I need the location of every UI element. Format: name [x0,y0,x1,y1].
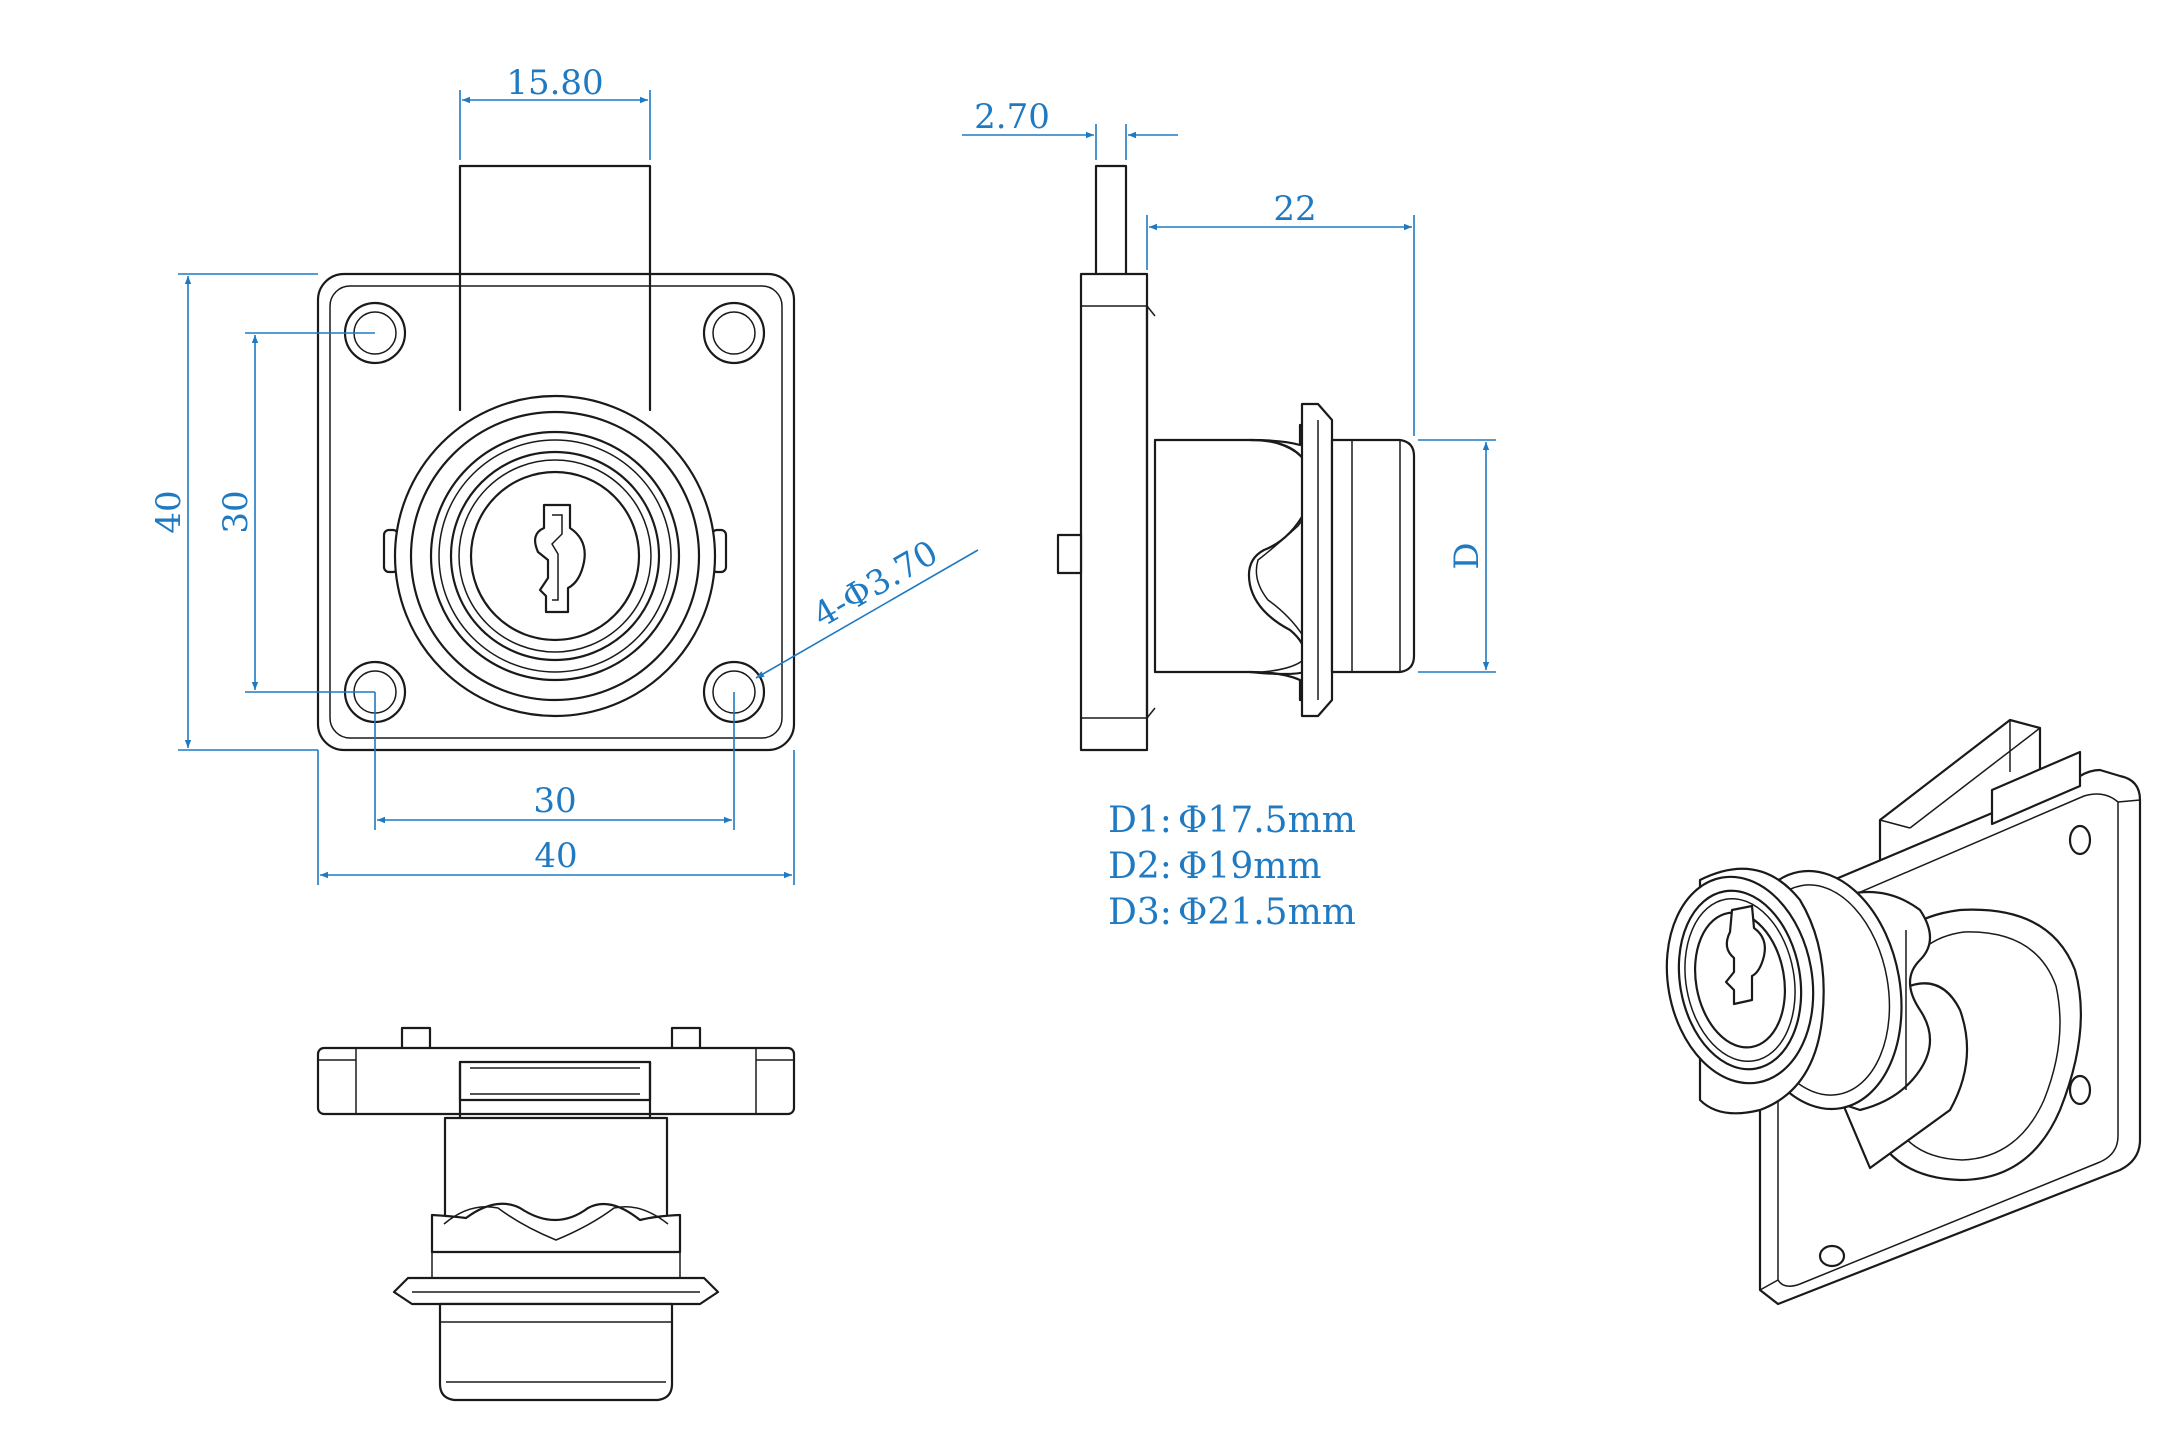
front-view [316,164,796,752]
bottom-flange [392,1276,720,1306]
dim-height-overall: 40 [149,490,189,533]
spec-d3: D3:Φ21.5mm [1108,892,1356,933]
isometric-view [1665,718,2142,1306]
bottom-cylinder [438,1302,674,1402]
dim-hole-spacing-horizontal: 30 [533,781,576,821]
side-view [1056,164,1416,752]
dim-width-overall: 40 [534,836,577,876]
dim-plate-thickness: 2.70 [974,97,1050,137]
keyway [533,503,586,614]
side-body [1153,423,1317,702]
dim-diameter-label: D [1447,542,1487,569]
spec-d1: D1:Φ17.5mm [1108,800,1356,841]
side-tongue [1094,164,1128,278]
diameter-specs: D1:Φ17.5mm D2:Φ19mm D3:Φ21.5mm [1108,800,1356,933]
dim-tongue-width: 15.80 [506,63,603,103]
side-cylinder [1330,438,1416,674]
side-plate [1079,272,1149,752]
dim-body-length: 22 [1273,189,1316,229]
mounting-plate-inner [329,285,783,739]
side-flange [1300,402,1334,718]
side-dimensions: 2.70 22 D [962,97,1496,673]
hole-top-right [702,301,766,365]
dim-hole-callout: 4-Φ3.70 [807,533,945,636]
spec-d2: D2:Φ19mm [1108,846,1322,887]
iso-keyway [1724,904,1766,1006]
dim-hole-spacing-vertical: 30 [216,490,256,533]
bottom-view [316,1026,796,1402]
